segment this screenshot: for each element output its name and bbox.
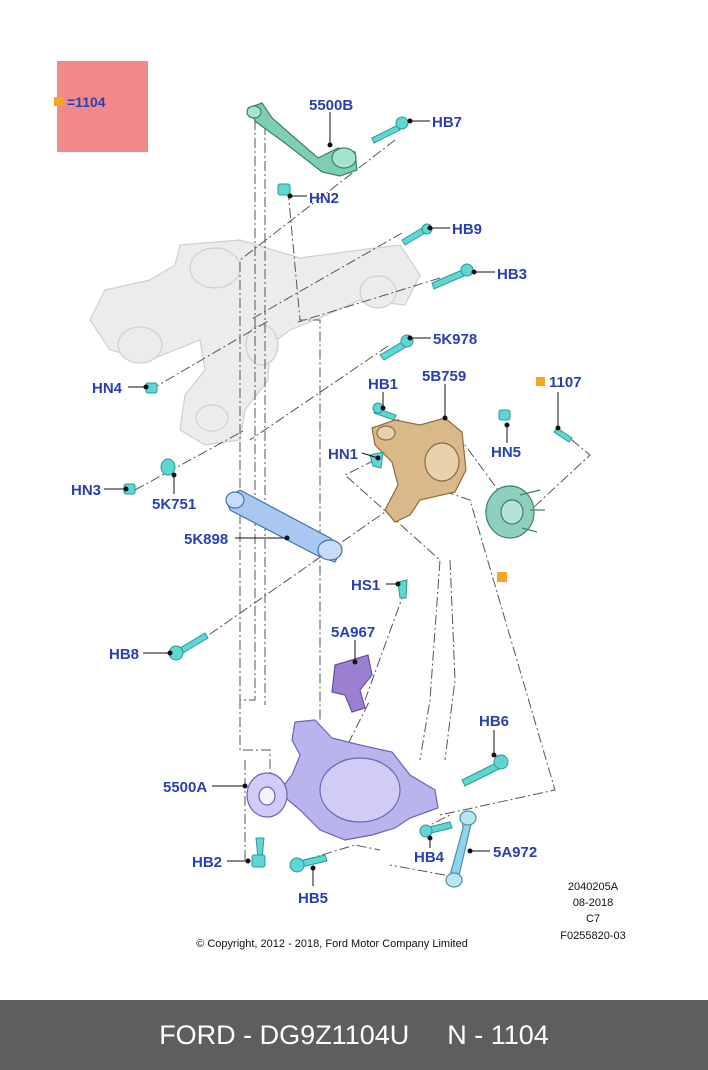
callout-5500B: 5500B: [309, 97, 353, 114]
markers: [497, 377, 545, 582]
stud-1107-icon: [553, 427, 573, 443]
meta-ref: F0255820-03: [560, 930, 625, 942]
callout-HS1: HS1: [351, 577, 380, 594]
footer-bar: FORD - DG9Z1104U N - 1104: [0, 1000, 708, 1070]
callout-5K898: 5K898: [184, 531, 228, 548]
bolt-hb3-icon: [431, 263, 474, 290]
callout-HB6: HB6: [479, 713, 509, 730]
callout-HN2: HN2: [309, 190, 339, 207]
legend: =1104: [54, 61, 148, 152]
callout-HN4: HN4: [92, 380, 123, 397]
footer-part-number: FORD - DG9Z1104U: [159, 1019, 410, 1050]
bolt-hb1-icon: [372, 402, 397, 421]
leader-lines: [104, 112, 561, 886]
lower-arm-5K898: [225, 489, 343, 563]
callout-HN1: HN1: [328, 446, 358, 463]
callout-HB5: HB5: [298, 890, 328, 907]
nut-hn5-icon: [498, 409, 511, 421]
nut-hn2-icon: [277, 183, 291, 196]
knuckle-5B759: [371, 417, 467, 523]
callout-5K751: 5K751: [152, 496, 196, 513]
meta-date: 08-2018: [573, 897, 613, 909]
callout-5K978: 5K978: [433, 331, 477, 348]
callout-HB1: HB1: [368, 376, 398, 393]
fasteners: [123, 116, 573, 873]
callout-5B759: 5B759: [422, 368, 466, 385]
callout-1107: 1107: [549, 374, 582, 391]
wheel-hub-1107: [485, 485, 545, 539]
legend-marker-icon: [54, 97, 63, 106]
callout-HB7: HB7: [432, 114, 462, 131]
washer-5k751-icon: [160, 458, 176, 476]
callout-HN3: HN3: [71, 482, 101, 499]
meta-code: 2040205A: [568, 881, 619, 893]
link-5A972: [445, 810, 477, 888]
legend-box: [57, 61, 148, 152]
marker-hub-icon: [497, 572, 507, 582]
callout-5A967: 5A967: [331, 624, 375, 641]
callout-HB2: HB2: [192, 854, 222, 871]
exploded-suspension-diagram: =1104: [54, 61, 626, 950]
footer-n-number: N - 1104: [447, 1019, 549, 1050]
bolt-hb8-icon: [168, 632, 209, 661]
callout-HB8: HB8: [109, 646, 139, 663]
callout-HB4: HB4: [414, 849, 445, 866]
bolt-hb6-icon: [461, 754, 509, 787]
bracket-5A967: [331, 654, 373, 713]
callouts: 5500B HB7 HN2 HB9 HB3 5K978 HN4 HB1 5B75…: [71, 97, 582, 907]
callout-5A972: 5A972: [493, 844, 537, 861]
bolt-hb2-icon: [251, 837, 266, 868]
marker-1107-icon: [536, 377, 545, 386]
meta-rev: C7: [586, 913, 600, 925]
upper-control-arm-5500B: [246, 102, 358, 177]
bolt-hb9-icon: [401, 223, 433, 246]
copyright-text: © Copyright, 2012 - 2018, Ford Motor Com…: [196, 938, 468, 950]
callout-HN5: HN5: [491, 444, 521, 461]
diagram-meta: 2040205A 08-2018 C7 F0255820-03: [560, 881, 625, 942]
bolt-hb7-icon: [371, 116, 409, 144]
callout-5500A: 5500A: [163, 779, 207, 796]
legend-label: =1104: [67, 94, 106, 110]
callout-HB9: HB9: [452, 221, 482, 238]
bolt-hb4-icon: [419, 821, 453, 838]
lower-control-arm-5500A: [246, 719, 439, 841]
bolt-hb5-icon: [289, 854, 328, 873]
callout-HB3: HB3: [497, 266, 527, 283]
